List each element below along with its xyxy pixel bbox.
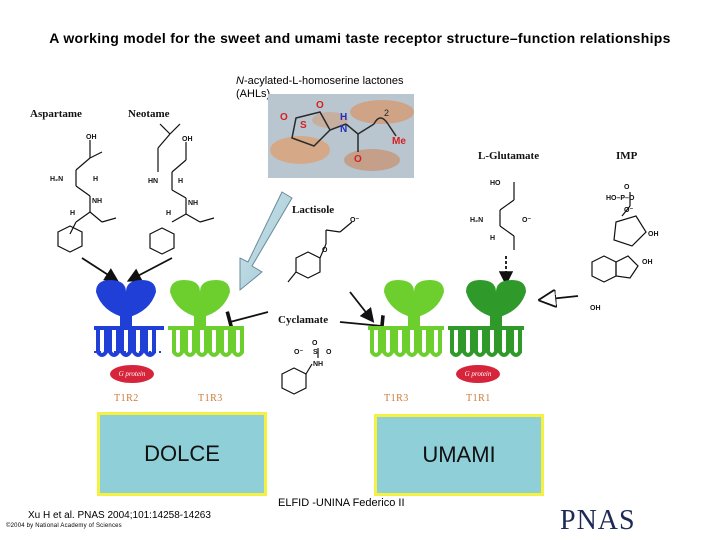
cyclamate-atom-o2: O⁻: [294, 349, 303, 356]
lactisole-atom-o: O⁻: [350, 217, 359, 224]
cyclamate-label: Cyclamate: [278, 314, 328, 326]
dolce-box: DOLCE: [97, 412, 267, 496]
imp-atom-oh2: OH: [642, 259, 653, 266]
receptor-t1r3-right: [368, 280, 444, 357]
imp-atom-ho: HO–P–O: [606, 195, 635, 202]
aspartame-label: Aspartame: [30, 108, 82, 120]
receptor-t1r2: [94, 280, 164, 357]
neotame-atom-h2: H: [166, 210, 171, 217]
receptor-t1r1: [448, 280, 526, 357]
t1r2-label: T1R2: [114, 393, 139, 404]
ahl-methyl: Me: [392, 136, 406, 147]
slide-title: A working model for the sweet and umami …: [49, 30, 671, 46]
pnas-logo: PNAS: [560, 505, 636, 536]
imp-atom-oh: OH: [648, 231, 659, 238]
ahl-subscript: 2: [384, 108, 389, 118]
copyright: ©2004 by National Academy of Sciences: [6, 523, 122, 529]
glutamate-atom-h: H: [490, 235, 495, 242]
glutamate-label: L-Glutamate: [478, 150, 539, 162]
imp-atom-o2: O⁻: [624, 207, 633, 214]
imp-atom-oh3: OH: [590, 305, 601, 312]
glutamate-atom-h2n: H₂N: [470, 217, 483, 224]
lactisole-label: Lactisole: [292, 204, 334, 216]
glutamate-atom-o: O⁻: [522, 217, 531, 224]
aspartame-atom-h2: H: [70, 210, 75, 217]
aspartame-atom-h2n: H₂N: [50, 176, 63, 183]
neotame-structure: [149, 123, 215, 255]
aspartame-atom-nh: NH: [92, 198, 102, 205]
svg-text:O: O: [280, 112, 288, 123]
gprotein-right-label: G protein: [465, 370, 492, 378]
svg-text:H: H: [340, 112, 347, 123]
lactisole-structure: [287, 221, 353, 283]
glutamate-structure: [499, 182, 515, 250]
imp-structure: [591, 192, 647, 283]
t1r3-left-label: T1R3: [198, 393, 223, 404]
t1r1-label: T1R1: [466, 393, 491, 404]
receptor-t1r3-left: [168, 280, 244, 357]
glutamate-atom-ho: HO: [490, 180, 501, 187]
aspartame-structure: [57, 140, 117, 253]
neotame-atom-oh: OH: [182, 136, 193, 143]
imp-label: IMP: [616, 150, 638, 162]
svg-text:N: N: [340, 124, 347, 135]
cyclamate-atom-nh: NH: [313, 361, 323, 368]
imp-atom-o: O: [624, 184, 630, 191]
institution-label: ELFID -UNINA Federico II: [278, 497, 405, 509]
ahl-arrow: [239, 191, 293, 292]
neotame-atom-h: H: [178, 178, 183, 185]
ahl-label-rest: -acylated-L-homoserine lactones: [243, 75, 404, 87]
ahl-label: N-acylated-L-homoserine lactones (AHLs): [236, 75, 404, 101]
gprotein-left: [110, 365, 154, 383]
umami-box: UMAMI: [374, 414, 544, 496]
cyclamate-atom-s: S: [313, 349, 318, 356]
aspartame-atom-oh: OH: [86, 134, 97, 141]
ligand-arrows: [81, 256, 579, 337]
lactisole-atom-o2: O: [322, 247, 328, 254]
ahl-label-abbrev: (AHLs): [236, 88, 271, 100]
neotame-atom-hn: HN: [148, 178, 158, 185]
cyclamate-structure: [281, 348, 319, 395]
ahl-label-prefix: N: [236, 75, 244, 87]
svg-text:S: S: [300, 120, 307, 131]
cyclamate-atom-o: O: [312, 340, 318, 347]
ahl-structure-image: S O O O H N 2 Me: [268, 94, 414, 178]
cyclamate-atom-o3: O: [326, 349, 332, 356]
gprotein-right: [456, 365, 500, 383]
gprotein-left-label: G protein: [119, 370, 146, 378]
aspartame-atom-h: H: [93, 176, 98, 183]
t1r3-right-label: T1R3: [384, 393, 409, 404]
neotame-atom-nh: NH: [188, 200, 198, 207]
svg-text:O: O: [316, 100, 324, 111]
svg-text:O: O: [354, 154, 362, 165]
citation: Xu H et al. PNAS 2004;101:14258-14263: [28, 510, 211, 521]
neotame-label: Neotame: [128, 108, 170, 120]
